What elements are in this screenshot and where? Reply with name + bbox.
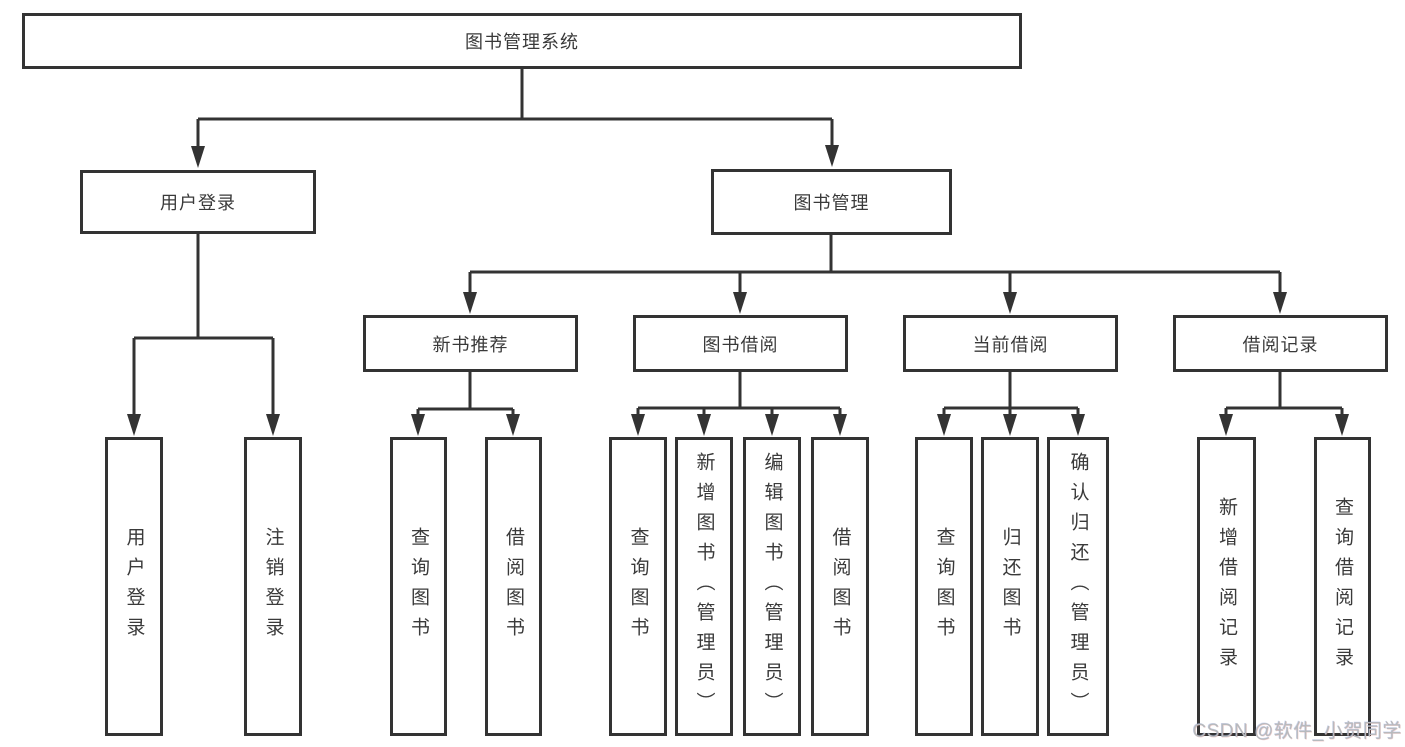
leaf-borrow-query-books: 查询图书 (609, 437, 667, 736)
connector-current-borrow-to-leaves (942, 372, 1080, 415)
arrowhead (1003, 414, 1017, 436)
arrowhead (506, 414, 520, 436)
leaf-current-query-books: 查询图书 (915, 437, 973, 736)
arrowhead (411, 414, 425, 436)
leaf-logout-label: 注销登录 (262, 526, 284, 647)
node-root-label: 图书管理系统 (465, 32, 579, 52)
node-book-management-label: 图书管理 (793, 193, 870, 213)
leaf-return-books-label: 归还图书 (999, 526, 1021, 647)
connector-new-book-to-leaves (416, 372, 515, 415)
arrowhead (765, 414, 779, 436)
node-borrow-records: 借阅记录 (1173, 315, 1388, 372)
arrowhead (631, 414, 645, 436)
arrowheads (127, 145, 1349, 436)
leaf-add-borrow-record: 新增借阅记录 (1197, 437, 1256, 736)
arrowhead (1071, 414, 1085, 436)
leaf-query-borrow-record-label: 查询借阅记录 (1332, 496, 1353, 677)
leaf-user-login: 用户登录 (105, 437, 163, 736)
leaf-recommend-borrow-books-label: 借阅图书 (503, 526, 524, 647)
leaf-user-login-label: 用户登录 (123, 526, 145, 647)
leaf-logout: 注销登录 (244, 437, 302, 736)
leaf-add-books-admin: 新增图书（管理员） (675, 437, 733, 736)
node-current-borrow-label: 当前借阅 (972, 334, 1049, 355)
connector-book-borrow-to-leaves (636, 372, 842, 415)
arrowhead (937, 414, 951, 436)
node-borrow-records-label: 借阅记录 (1242, 334, 1319, 355)
node-new-book-recommend-label: 新书推荐 (432, 334, 509, 355)
node-book-borrow-label: 图书借阅 (702, 334, 779, 355)
node-user-login: 用户登录 (80, 170, 316, 234)
arrowhead (1335, 414, 1349, 436)
leaf-recommend-query-books-label: 查询图书 (408, 526, 429, 647)
arrowhead (266, 414, 280, 436)
arrowhead (833, 414, 847, 436)
arrowhead (697, 414, 711, 436)
leaf-confirm-return-admin: 确认归还（管理员） (1047, 437, 1109, 736)
arrowhead (191, 146, 205, 168)
node-current-borrow: 当前借阅 (903, 315, 1118, 372)
leaf-edit-books-admin-label: 编辑图书（管理员） (761, 451, 783, 722)
leaf-borrow-books: 借阅图书 (811, 437, 869, 736)
node-new-book-recommend: 新书推荐 (363, 315, 578, 372)
node-root: 图书管理系统 (22, 13, 1022, 69)
connector-root-to-level1 (196, 69, 834, 147)
leaf-current-query-books-label: 查询图书 (933, 526, 955, 647)
connector-borrow-records-to-leaves (1224, 372, 1344, 415)
node-user-login-label: 用户登录 (160, 193, 236, 213)
leaf-add-borrow-record-label: 新增借阅记录 (1216, 496, 1237, 677)
arrowhead (1273, 292, 1287, 314)
leaf-borrow-books-label: 借阅图书 (829, 526, 851, 647)
leaf-return-books: 归还图书 (981, 437, 1039, 736)
arrowhead (463, 292, 477, 314)
leaf-query-borrow-record: 查询借阅记录 (1314, 437, 1371, 736)
connector-user-login-to-leaves (132, 234, 275, 415)
node-book-borrow: 图书借阅 (633, 315, 848, 372)
watermark: CSDN @软件_小贺同学 (1192, 721, 1402, 742)
leaf-borrow-query-books-label: 查询图书 (627, 526, 649, 647)
arrowhead (1003, 292, 1017, 314)
node-book-management: 图书管理 (711, 169, 952, 235)
arrowhead (733, 292, 747, 314)
arrowhead (1219, 414, 1233, 436)
arrowhead (825, 145, 839, 167)
leaf-recommend-query-books: 查询图书 (390, 437, 447, 736)
leaf-confirm-return-admin-label: 确认归还（管理员） (1067, 451, 1089, 722)
arrowhead (127, 414, 141, 436)
connector-book-mgmt-to-level2 (468, 235, 1282, 293)
leaf-add-books-admin-label: 新增图书（管理员） (693, 451, 715, 722)
leaf-recommend-borrow-books: 借阅图书 (485, 437, 542, 736)
leaf-edit-books-admin: 编辑图书（管理员） (743, 437, 801, 736)
